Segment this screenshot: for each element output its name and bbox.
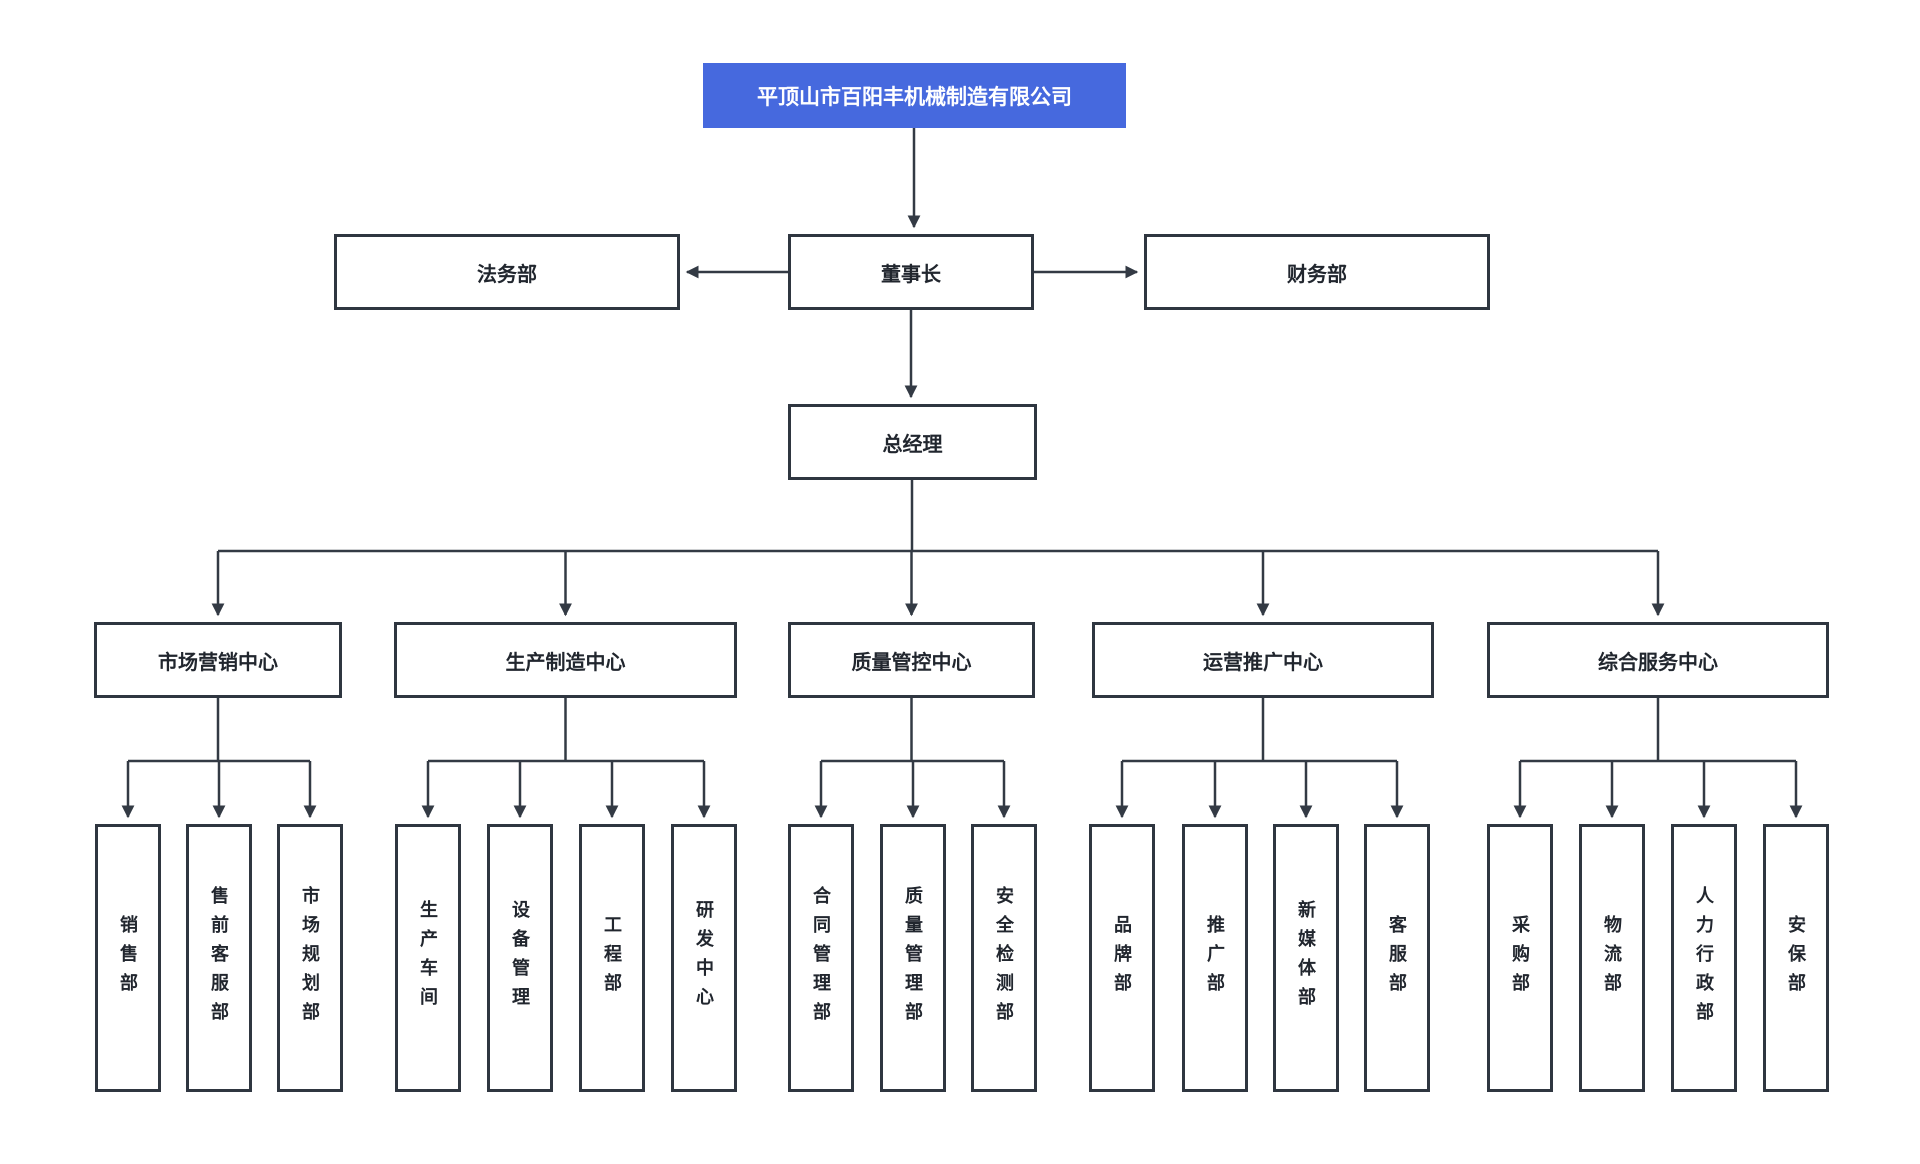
node-label: 安保部 <box>1786 914 1806 1002</box>
node-dept-logistics[interactable]: 物流部 <box>1579 824 1645 1092</box>
node-dept-engineering[interactable]: 工程部 <box>579 824 645 1092</box>
node-dept-customer-service[interactable]: 客服部 <box>1364 824 1430 1092</box>
node-dept-brand[interactable]: 品牌部 <box>1089 824 1155 1092</box>
node-label: 售前客服部 <box>209 885 229 1031</box>
node-finance-dept[interactable]: 财务部 <box>1144 234 1490 310</box>
node-dept-security[interactable]: 安保部 <box>1763 824 1829 1092</box>
node-label: 品牌部 <box>1112 914 1132 1002</box>
node-dept-purchasing[interactable]: 采购部 <box>1487 824 1553 1092</box>
node-label: 客服部 <box>1387 914 1407 1002</box>
node-center-services[interactable]: 综合服务中心 <box>1487 622 1829 698</box>
node-dept-quality-mgmt[interactable]: 质量管理部 <box>880 824 946 1092</box>
node-legal-dept[interactable]: 法务部 <box>334 234 680 310</box>
node-label: 设备管理 <box>510 900 530 1016</box>
node-label: 人力行政部 <box>1694 885 1714 1031</box>
node-label: 推广部 <box>1205 914 1225 1002</box>
node-dept-new-media[interactable]: 新媒体部 <box>1273 824 1339 1092</box>
node-dept-rnd-center[interactable]: 研发中心 <box>671 824 737 1092</box>
node-label: 市场规划部 <box>300 885 320 1031</box>
node-dept-presales-service[interactable]: 售前客服部 <box>186 824 252 1092</box>
node-chairman[interactable]: 董事长 <box>788 234 1034 310</box>
node-center-operations[interactable]: 运营推广中心 <box>1092 622 1434 698</box>
node-dept-market-planning[interactable]: 市场规划部 <box>277 824 343 1092</box>
node-dept-hr-admin[interactable]: 人力行政部 <box>1671 824 1737 1092</box>
node-dept-equipment-mgmt[interactable]: 设备管理 <box>487 824 553 1092</box>
node-label: 销售部 <box>118 914 138 1002</box>
node-dept-contract-mgmt[interactable]: 合同管理部 <box>788 824 854 1092</box>
node-center-quality[interactable]: 质量管控中心 <box>788 622 1035 698</box>
node-dept-promotion[interactable]: 推广部 <box>1182 824 1248 1092</box>
node-label: 合同管理部 <box>811 885 831 1031</box>
node-dept-production-workshop[interactable]: 生产车间 <box>395 824 461 1092</box>
node-center-production[interactable]: 生产制造中心 <box>394 622 737 698</box>
node-dept-safety-inspection[interactable]: 安全检测部 <box>971 824 1037 1092</box>
node-label: 生产车间 <box>418 900 438 1016</box>
node-label: 研发中心 <box>694 900 714 1016</box>
node-label: 采购部 <box>1510 914 1530 1002</box>
node-label: 工程部 <box>602 914 622 1002</box>
node-company[interactable]: 平顶山市百阳丰机械制造有限公司 <box>703 63 1126 128</box>
node-label: 质量管理部 <box>903 885 923 1031</box>
node-label: 安全检测部 <box>994 885 1014 1031</box>
node-label: 新媒体部 <box>1296 900 1316 1016</box>
node-dept-sales[interactable]: 销售部 <box>95 824 161 1092</box>
node-general-manager[interactable]: 总经理 <box>788 404 1037 480</box>
node-label: 物流部 <box>1602 914 1622 1002</box>
node-center-marketing[interactable]: 市场营销中心 <box>94 622 342 698</box>
